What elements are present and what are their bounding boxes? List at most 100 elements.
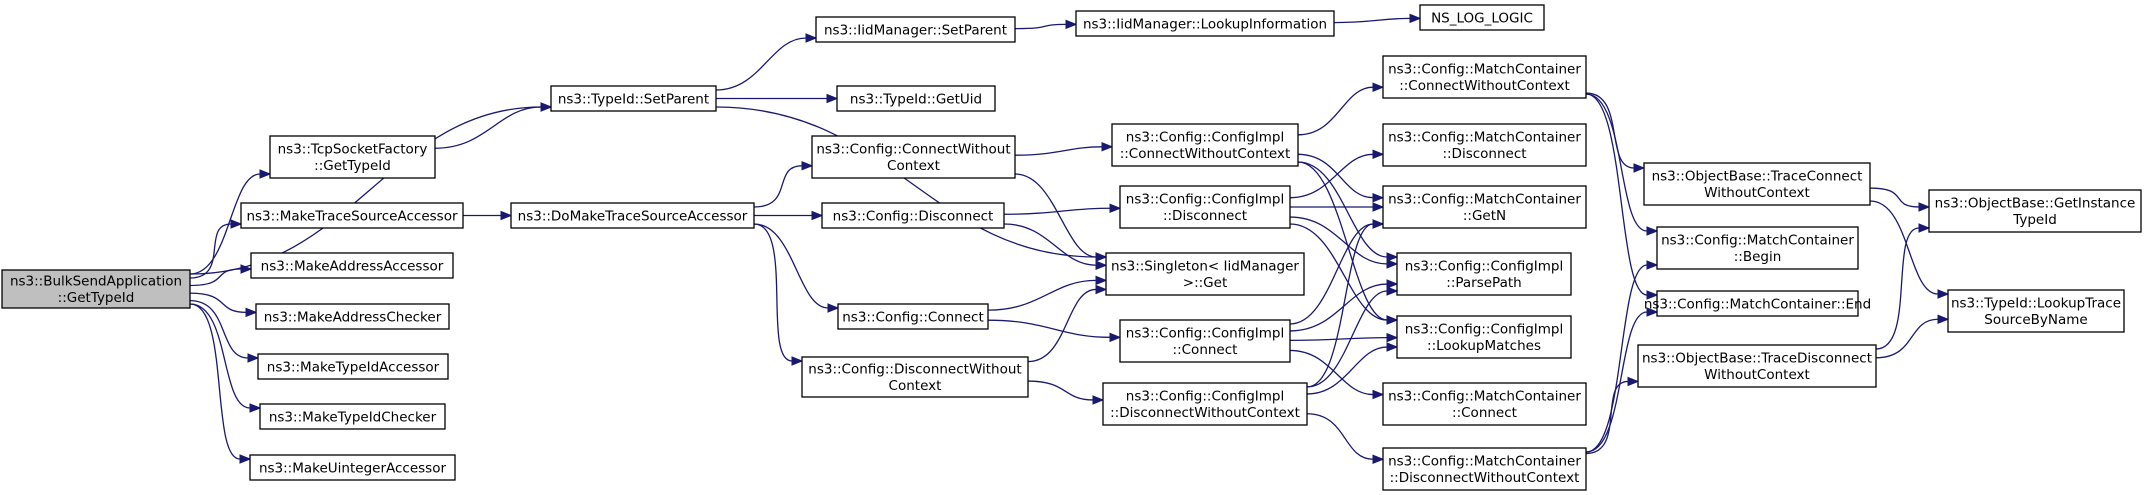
node-impl-disconnect[interactable]: ns3::Config::ConfigImpl::Disconnect bbox=[1119, 185, 1291, 229]
arrowhead bbox=[1372, 82, 1385, 92]
arrowhead bbox=[230, 219, 243, 229]
node-mc-end[interactable]: ns3::Config::MatchContainer::End bbox=[1644, 290, 1871, 317]
node-label: ::DisconnectWithoutContext bbox=[1110, 405, 1300, 421]
node-label: ns3::ObjectBase::TraceDisconnect bbox=[1642, 351, 1872, 367]
node-root[interactable]: ns3::BulkSendApplication::GetTypeId bbox=[1, 269, 191, 309]
node-label: ns3::ObjectBase::TraceConnect bbox=[1652, 169, 1863, 185]
edge-line bbox=[1297, 161, 1388, 321]
arrowhead bbox=[1386, 332, 1399, 343]
node-make-addr-chk[interactable]: ns3::MakeAddressChecker bbox=[255, 303, 450, 330]
edge-line bbox=[1869, 200, 1939, 295]
node-iid-lookup[interactable]: ns3::IidManager::LookupInformation bbox=[1075, 10, 1335, 37]
edge-impl-disconnect-wo-to-impl-parsepath bbox=[1306, 286, 1399, 388]
node-make-trace-src[interactable]: ns3::MakeTraceSourceAccessor bbox=[240, 202, 464, 229]
node-box bbox=[1382, 185, 1587, 229]
edge-impl-disconnect-to-impl-parsepath bbox=[1289, 216, 1399, 269]
node-label: ns3::Config::MatchContainer::End bbox=[1644, 296, 1871, 312]
arrowhead bbox=[811, 210, 824, 221]
node-box bbox=[1102, 382, 1308, 426]
node-ob-trace-disconnect[interactable]: ns3::ObjectBase::TraceDisconnectWithoutC… bbox=[1637, 344, 1877, 388]
node-cfg-disconnect[interactable]: ns3::Config::Disconnect bbox=[821, 202, 1005, 229]
node-mc-disconnect[interactable]: ns3::Config::MatchContainer::Disconnect bbox=[1382, 123, 1587, 167]
node-label: ns3::DoMakeTraceSourceAccessor bbox=[518, 208, 748, 224]
edge-root-to-make-typeid-chk bbox=[189, 303, 262, 413]
edge-line bbox=[1014, 23, 1067, 30]
arrowhead bbox=[1633, 163, 1646, 173]
node-ns-log-logic[interactable]: NS_LOG_LOGIC bbox=[1419, 4, 1545, 31]
node-label: ::Begin bbox=[1734, 249, 1782, 265]
edge-root-to-make-trace-src bbox=[189, 219, 243, 279]
arrowhead bbox=[1386, 315, 1399, 325]
arrowhead bbox=[1101, 142, 1114, 152]
node-typeid-setparent[interactable]: ns3::TypeId::SetParent bbox=[550, 85, 717, 112]
edge-line bbox=[1289, 336, 1388, 342]
node-box bbox=[821, 202, 1005, 229]
edge-line bbox=[1297, 161, 1388, 258]
node-impl-parsepath[interactable]: ns3::Config::ConfigImpl::ParsePath bbox=[1396, 252, 1572, 296]
node-label: ns3::MakeUintegerAccessor bbox=[259, 460, 447, 476]
edge-mc-disconnect-wo-to-mc-begin bbox=[1585, 260, 1659, 453]
node-box bbox=[1637, 344, 1877, 388]
node-mc-begin[interactable]: ns3::Config::MatchContainer::Begin bbox=[1656, 226, 1859, 270]
edge-mc-connect-wo-to-mc-begin bbox=[1585, 93, 1659, 236]
arrowhead bbox=[1937, 314, 1950, 324]
node-make-addr-acc[interactable]: ns3::MakeAddressAccessor bbox=[250, 252, 454, 279]
arrowhead bbox=[1386, 286, 1399, 296]
node-label: ns3::MakeAddressChecker bbox=[264, 309, 442, 325]
node-mc-connect-wo[interactable]: ns3::Config::MatchContainer::ConnectWith… bbox=[1382, 55, 1587, 99]
node-mc-getn[interactable]: ns3::Config::MatchContainer::GetN bbox=[1382, 185, 1587, 229]
node-iid-setparent[interactable]: ns3::IidManager::SetParent bbox=[815, 16, 1016, 43]
edge-typeid-setparent-to-typeid-getuid bbox=[716, 93, 839, 104]
node-label: ns3::Config::Connect bbox=[842, 309, 984, 325]
arrowhead bbox=[239, 454, 252, 464]
node-cfg-connect-wo[interactable]: ns3::Config::ConnectWithoutContext bbox=[811, 135, 1016, 179]
edge-line bbox=[753, 223, 793, 362]
edge-cfg-connect-wo-to-singleton-get bbox=[1014, 173, 1108, 262]
node-impl-connect-wo[interactable]: ns3::Config::ConfigImpl::ConnectWithoutC… bbox=[1111, 123, 1299, 167]
node-label: >::Get bbox=[1183, 275, 1227, 291]
node-cfg-disconnect-wo[interactable]: ns3::Config::DisconnectWithoutContext bbox=[801, 356, 1029, 398]
node-label: ns3::IidManager::SetParent bbox=[824, 22, 1007, 38]
node-mc-disconnect-wo[interactable]: ns3::Config::MatchContainer::DisconnectW… bbox=[1382, 447, 1587, 491]
edge-ob-trace-disconnect-to-typeid-lookup-trace bbox=[1875, 314, 1950, 359]
arrowhead bbox=[1092, 395, 1105, 405]
edge-line bbox=[753, 165, 803, 208]
arrowhead bbox=[259, 169, 272, 179]
node-mc-connect[interactable]: ns3::Config::MatchContainer::Connect bbox=[1382, 382, 1587, 426]
node-label: WithoutContext bbox=[1704, 367, 1810, 383]
edge-ob-trace-connect-to-typeid-lookup-trace bbox=[1869, 200, 1950, 299]
edge-root-to-make-addr-chk bbox=[189, 292, 258, 318]
node-box bbox=[1396, 252, 1572, 296]
arrowhead bbox=[805, 33, 818, 43]
node-singleton-get[interactable]: ns3::Singleton< IidManager >::Get bbox=[1105, 252, 1305, 296]
edge-line bbox=[1289, 223, 1388, 321]
node-box bbox=[815, 16, 1016, 43]
arrowhead bbox=[1386, 342, 1399, 352]
arrowhead bbox=[801, 161, 814, 171]
node-make-typeid-chk[interactable]: ns3::MakeTypeIdChecker bbox=[259, 403, 446, 430]
node-do-make-trace[interactable]: ns3::DoMakeTraceSourceAccessor bbox=[510, 202, 755, 229]
node-make-uint-acc[interactable]: ns3::MakeUintegerAccessor bbox=[249, 454, 456, 481]
node-box bbox=[1396, 315, 1572, 359]
node-tcpsocket[interactable]: ns3::TcpSocketFactory::GetTypeId bbox=[269, 135, 436, 179]
node-label: ns3::TypeId::SetParent bbox=[558, 91, 709, 107]
edge-line bbox=[1027, 380, 1094, 401]
node-label: ::Connect bbox=[1173, 342, 1238, 358]
node-cfg-connect[interactable]: ns3::Config::Connect bbox=[837, 303, 989, 330]
node-make-typeid-acc[interactable]: ns3::MakeTypeIdAccessor bbox=[257, 353, 449, 380]
edge-line bbox=[987, 279, 1097, 311]
edge-impl-disconnect-wo-to-mc-disconnect-wo bbox=[1306, 413, 1385, 464]
node-impl-lookupmatches[interactable]: ns3::Config::ConfigImpl::LookupMatches bbox=[1396, 315, 1572, 359]
node-box bbox=[1656, 290, 1859, 317]
node-impl-connect[interactable]: ns3::Config::ConfigImpl::Connect bbox=[1119, 319, 1291, 363]
node-typeid-getuid[interactable]: ns3::TypeId::GetUid bbox=[836, 85, 996, 112]
node-box bbox=[269, 135, 436, 179]
arrowhead bbox=[1646, 307, 1659, 317]
edge-line bbox=[1875, 318, 1939, 359]
edge-line bbox=[1289, 349, 1374, 396]
node-impl-disconnect-wo[interactable]: ns3::Config::ConfigImpl::DisconnectWitho… bbox=[1102, 382, 1308, 426]
node-ob-trace-connect[interactable]: ns3::ObjectBase::TraceConnectWithoutCont… bbox=[1643, 162, 1871, 206]
edge-impl-disconnect-to-mc-getn bbox=[1289, 202, 1385, 212]
